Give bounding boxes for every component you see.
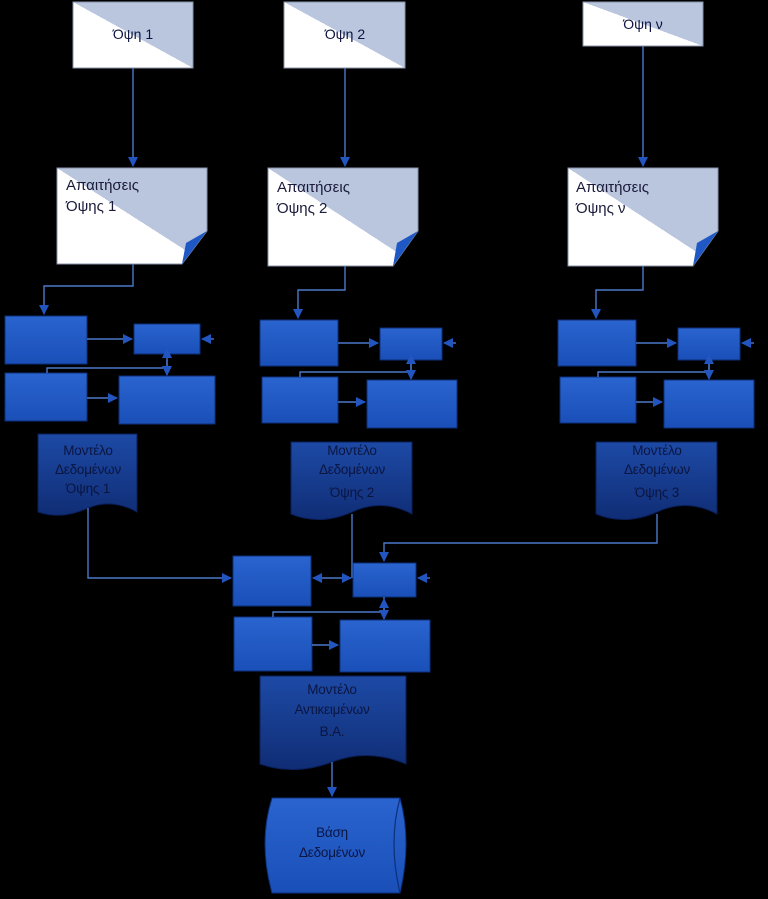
process-box xyxy=(118,375,216,425)
process-cluster-n xyxy=(557,319,755,429)
view-label: Όψη 1 xyxy=(112,26,153,42)
view-box-1: Όψη 1 xyxy=(72,1,194,69)
process-box xyxy=(366,379,458,429)
requirements-1: Απαιτήσεις Όψης 1 xyxy=(56,167,208,265)
process-box xyxy=(352,562,417,598)
object-model-label: Αντικειμένων xyxy=(294,702,369,717)
view-label: Όψη 2 xyxy=(324,26,365,42)
requirements-label: Απαιτήσεις xyxy=(277,179,350,196)
data-model-label: Όψης 2 xyxy=(329,485,374,500)
requirements-label: Απαιτήσεις xyxy=(576,179,649,196)
arrow xyxy=(39,264,134,315)
arrow xyxy=(591,266,644,319)
data-model-label: Μοντέλο xyxy=(63,443,113,458)
process-cluster-1 xyxy=(4,315,216,425)
data-model-label: Δεδομένων xyxy=(55,462,122,477)
data-model-label: Όψης 1 xyxy=(65,481,110,496)
process-box xyxy=(261,376,339,424)
integration-cluster xyxy=(232,555,431,673)
process-box xyxy=(339,619,431,673)
process-box xyxy=(663,379,755,429)
data-model-label: Όψης 3 xyxy=(634,485,679,500)
database-label: Βάση xyxy=(316,825,348,840)
requirements-2: Απαιτήσεις Όψης 2 xyxy=(267,167,419,267)
process-cluster-2 xyxy=(259,319,458,429)
process-box xyxy=(4,315,88,365)
data-model-label: Δεδομένων xyxy=(624,462,691,477)
object-model-label: Μοντέλο xyxy=(307,682,357,697)
data-model-label: Μοντέλο xyxy=(632,443,682,458)
database-label: Δεδομένων xyxy=(299,845,366,860)
data-model-2: Μοντέλο Δεδομένων Όψης 2 xyxy=(290,441,413,521)
requirements-label: Απαιτήσεις xyxy=(66,177,139,194)
process-box xyxy=(559,376,637,424)
requirements-label: Όψης 2 xyxy=(276,200,327,217)
data-model-label: Μοντέλο xyxy=(327,443,377,458)
requirements-n: Απαιτήσεις Όψης ν xyxy=(567,167,719,267)
process-box xyxy=(232,555,312,607)
process-box xyxy=(233,616,313,672)
requirements-label: Όψης 1 xyxy=(65,198,116,215)
process-box xyxy=(259,319,339,367)
arrow xyxy=(293,266,346,319)
view-box-2: Όψη 2 xyxy=(283,1,406,69)
database: Βάση Δεδομένων xyxy=(264,797,407,894)
view-label: Όψη ν xyxy=(622,16,663,32)
data-model-1: Μοντέλο Δεδομένων Όψης 1 xyxy=(37,433,138,516)
view-box-n: Όψη ν xyxy=(582,1,704,47)
requirements-label: Όψης ν xyxy=(575,200,626,217)
data-model-3: Μοντέλο Δεδομένων Όψης 3 xyxy=(595,441,718,521)
process-box xyxy=(557,319,637,367)
process-box xyxy=(4,372,88,422)
data-model-label: Δεδομένων xyxy=(319,462,386,477)
arrow xyxy=(379,514,658,562)
arrow xyxy=(87,508,232,583)
object-model: Μοντέλο Αντικειμένων Β.Α. xyxy=(259,675,407,771)
object-model-label: Β.Α. xyxy=(320,724,345,739)
